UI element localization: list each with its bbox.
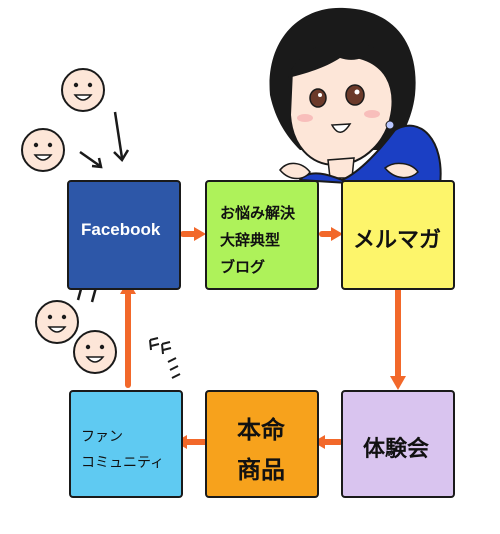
woman-hand — [279, 162, 311, 180]
woman-cheek — [364, 110, 380, 118]
node-main-product: 本命 商品 — [205, 390, 319, 498]
node-main-product-line-2: 商品 — [237, 456, 285, 484]
node-experience-label: 体験会 — [363, 437, 430, 462]
woman-earring — [385, 120, 395, 130]
woman-cheek — [297, 114, 313, 122]
motion-arrow-icon — [79, 150, 101, 168]
flow-arrows — [125, 231, 401, 445]
smiley-face-icon — [35, 300, 79, 344]
node-mailmag: メルマガ — [341, 180, 455, 290]
woman-mouth — [330, 123, 352, 133]
smiley-face-icon — [73, 330, 117, 374]
node-fan-community-line-2: コミュニティ — [81, 455, 165, 471]
node-mailmag-label: メルマガ — [353, 228, 442, 253]
woman-left-eye — [309, 88, 327, 108]
node-fan-community-line-1: ファン — [81, 429, 123, 445]
motion-arrow-icon — [113, 111, 124, 159]
node-facebook-label: Facebook — [81, 220, 161, 239]
woman-hand — [383, 162, 419, 179]
node-main-product-line-1: 本命 — [237, 416, 285, 444]
node-blog-line-2: 大辞典型 — [220, 231, 281, 249]
woman-right-eye — [345, 84, 365, 106]
sparkle-marks-icon — [149, 337, 181, 379]
node-blog-line-3: ブログ — [220, 258, 266, 276]
node-experience: 体験会 — [341, 390, 455, 498]
node-fan-community: ファン コミュニティ — [69, 390, 183, 498]
node-blog: お悩み解決 大辞典型 ブログ — [205, 180, 319, 290]
smiley-face-icon — [61, 68, 105, 112]
node-blog-line-1: お悩み解決 — [220, 204, 296, 222]
smiley-face-icon — [21, 128, 65, 172]
woman-bangs — [288, 41, 375, 78]
node-facebook: Facebook — [67, 180, 181, 290]
